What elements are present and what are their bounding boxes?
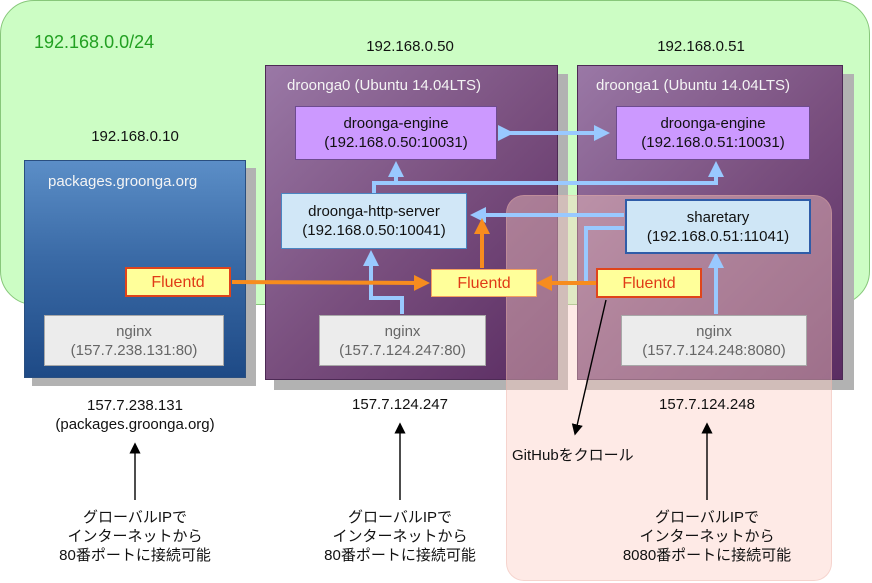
droonga0-engine-name: droonga-engine (343, 115, 449, 132)
droonga1-engine-box: droonga-engine (192.168.0.51:10031) (616, 106, 810, 160)
droonga0-access-note: グローバルIPで インターネットから 80番ポートに接続可能 (295, 508, 505, 565)
droonga1-host-title: droonga1 (Ubuntu 14.04LTS) (596, 77, 791, 94)
droonga0-http-server-name: droonga-http-server (308, 203, 440, 220)
packages-note-line: インターネットから (67, 528, 203, 545)
droonga1-note-line: 8080番ポートに接続可能 (622, 547, 792, 564)
packages-fluentd-label: Fluentd (151, 273, 205, 291)
droonga1-nginx-addr: (157.7.124.248:8080) (642, 341, 786, 359)
droonga0-http-server-box: droonga-http-server (192.168.0.50:10041) (281, 193, 467, 249)
packages-fluentd-box: Fluentd (125, 267, 231, 297)
server-to-engine1-arrow (372, 161, 724, 193)
droonga1-note-line: インターネットから (639, 528, 775, 545)
droonga0-note-line: グローバルIPで (347, 509, 453, 526)
packages-nginx-addr: (157.7.238.131:80) (70, 341, 198, 359)
droonga1-fluentd-label: Fluentd (622, 274, 676, 292)
droonga0-engine-box: droonga-engine (192.168.0.50:10031) (295, 106, 497, 160)
packages-fluentd-arrow (231, 274, 430, 291)
droonga0-fluentd-box: Fluentd (431, 269, 537, 297)
sharetary-addr: (192.168.0.51:11041) (646, 227, 790, 245)
droonga0-http-server-addr: (192.168.0.50:10041) (302, 222, 446, 239)
sharetary-fluentd-link (584, 226, 624, 282)
sharetary-name: sharetary (686, 208, 750, 226)
droonga0-nginx-name: nginx (384, 322, 421, 340)
packages-nginx-name: nginx (116, 322, 152, 340)
crawl-zone (506, 195, 832, 581)
droonga1-nginx-box: nginx (157.7.124.248:8080) (621, 315, 807, 366)
packages-public-name: (packages.groonga.org) (55, 416, 215, 433)
droonga0-engine-addr: (192.168.0.50:10031) (324, 134, 468, 151)
packages-access-note: グローバルIPで インターネットから 80番ポートに接続可能 (30, 508, 240, 565)
droonga1-nginx-name: nginx (696, 322, 732, 340)
sharetary-box: sharetary (192.168.0.51:11041) (625, 199, 811, 254)
packages-nginx-box: nginx (157.7.238.131:80) (44, 315, 224, 366)
packages-public-ip: 157.7.238.131 (87, 397, 183, 414)
droonga0-nginx-addr: (157.7.124.247:80) (339, 341, 466, 359)
droonga0-nginx-box: nginx (157.7.124.247:80) (319, 315, 486, 366)
droonga1-engine-name: droonga-engine (660, 115, 766, 132)
crawl-arrow (571, 299, 607, 436)
droonga1-fluentd-box: Fluentd (596, 268, 702, 298)
droonga0-note-line: インターネットから (332, 528, 468, 545)
droonga0-private-ip: 192.168.0.50 (366, 38, 454, 55)
droonga0-fluentd-label: Fluentd (457, 274, 511, 292)
nginx0-to-server-arrow (363, 250, 404, 314)
droonga1-private-ip: 192.168.0.51 (657, 38, 745, 55)
droonga0-note-line: 80番ポートに接続可能 (324, 547, 476, 564)
droonga0-host-title: droonga0 (Ubuntu 14.04LTS) (287, 77, 482, 94)
packages-note-line: グローバルIPで (82, 509, 188, 526)
packages-note-line: 80番ポートに接続可能 (59, 547, 211, 564)
crawl-label: GitHubをクロール (512, 447, 634, 464)
packages-host-title: packages.groonga.org (48, 173, 198, 190)
network-label: 192.168.0.0/24 (34, 32, 155, 52)
packages-public-ip-block: 157.7.238.131 (packages.groonga.org) (40, 396, 230, 434)
droonga1-note-line: グローバルIPで (654, 509, 760, 526)
droonga1-engine-addr: (192.168.0.51:10031) (641, 134, 785, 151)
droonga0-public-ip: 157.7.124.247 (352, 396, 448, 413)
droonga1-public-ip: 157.7.124.248 (659, 396, 755, 413)
droonga1-access-note: グローバルIPで インターネットから 8080番ポートに接続可能 (597, 508, 817, 565)
packages-private-ip: 192.168.0.10 (91, 128, 179, 145)
